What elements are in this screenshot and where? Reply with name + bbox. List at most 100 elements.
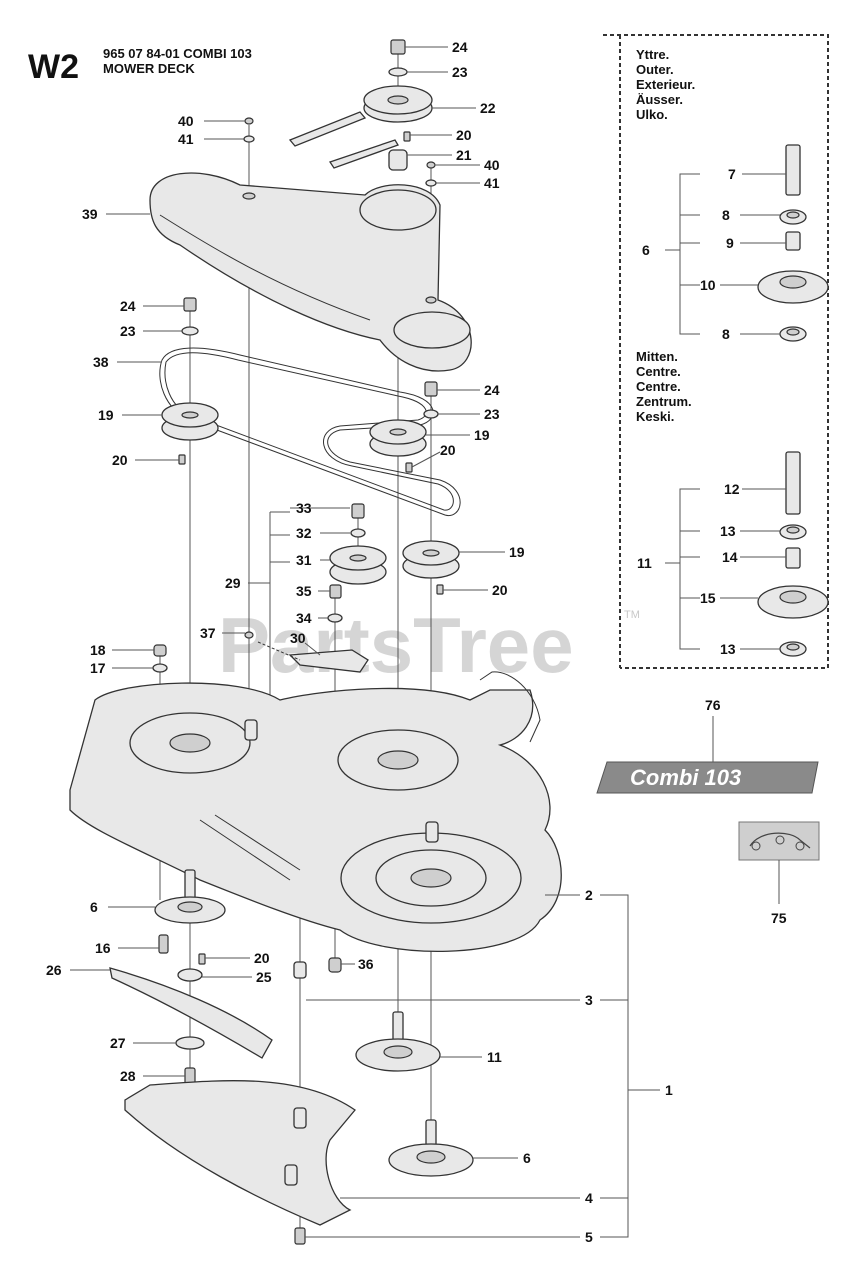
washer-41a bbox=[243, 135, 255, 143]
top-belt-segment-a bbox=[288, 111, 367, 147]
decal-label: Combi 103 bbox=[630, 765, 741, 790]
callout-arm-bolt: 35 bbox=[296, 583, 312, 599]
left-washer bbox=[181, 326, 199, 336]
idler-washer bbox=[350, 528, 366, 538]
blade-key bbox=[198, 953, 206, 965]
callout-bolt-16: 16 bbox=[95, 940, 111, 956]
lang-label-outer-1: Yttre. bbox=[636, 47, 669, 62]
right-bolt bbox=[424, 381, 438, 397]
callout-blade-key: 20 bbox=[254, 950, 270, 966]
inset-center-part-13b: 13 bbox=[720, 641, 736, 657]
callout-left-bolt: 24 bbox=[120, 298, 136, 314]
callout-center-pulley: 19 bbox=[474, 427, 490, 443]
callout-idler-bolt: 33 bbox=[296, 500, 312, 516]
callout-blade-washer: 27 bbox=[110, 1035, 126, 1051]
callout-screw: 5 bbox=[585, 1229, 593, 1245]
model-decal: 76 Combi 103 bbox=[596, 697, 819, 794]
decal-number: 76 bbox=[705, 697, 721, 713]
bolt-16 bbox=[158, 934, 169, 954]
left-spindle bbox=[154, 869, 226, 924]
callout-right-washer: 23 bbox=[484, 406, 500, 422]
callout-blade: 26 bbox=[46, 962, 62, 978]
left-bolt bbox=[183, 297, 197, 312]
chute-baffle bbox=[124, 1080, 356, 1226]
bolt-40b bbox=[426, 161, 436, 169]
callout-key-a: 20 bbox=[456, 127, 472, 143]
inset-center-group-number: 11 bbox=[637, 555, 652, 571]
right-washer bbox=[423, 409, 439, 419]
callouts: 24 23 22 20 21 40 41 40 41 39 24 23 38 1… bbox=[46, 39, 673, 1245]
callout-chute: 4 bbox=[585, 1190, 593, 1206]
tension-spring bbox=[257, 641, 301, 661]
idler-bracket bbox=[288, 649, 369, 673]
stud-3 bbox=[293, 961, 307, 979]
inset-center-part-14: 14 bbox=[722, 549, 738, 565]
callout-assembly: 1 bbox=[665, 1082, 673, 1098]
screw-5 bbox=[294, 1227, 306, 1245]
callout-nut-18: 18 bbox=[90, 642, 106, 658]
lang-label-center-1: Mitten. bbox=[636, 349, 678, 364]
watermark-text: PartsTree bbox=[218, 601, 574, 689]
mower-deck bbox=[69, 671, 562, 952]
callout-top-bolt: 24 bbox=[452, 39, 468, 55]
callout-bolt-40a: 40 bbox=[178, 113, 194, 129]
callout-right-key: 20 bbox=[492, 582, 508, 598]
callout-bracket: 30 bbox=[290, 630, 306, 646]
callout-left-washer: 23 bbox=[120, 323, 136, 339]
top-bushing bbox=[388, 149, 408, 171]
callout-idler-arm: 29 bbox=[225, 575, 241, 591]
callout-deck: 2 bbox=[585, 887, 593, 903]
callout-blade-bolt: 28 bbox=[120, 1068, 136, 1084]
callout-washer-41a: 41 bbox=[178, 131, 194, 147]
arm-washer bbox=[327, 613, 343, 623]
callout-left-pulley: 19 bbox=[98, 407, 114, 423]
callout-center-spindle: 11 bbox=[487, 1049, 502, 1065]
callout-stud-36: 36 bbox=[358, 956, 374, 972]
diagram-part-number: 965 07 84-01 COMBI 103 bbox=[103, 46, 252, 61]
callout-washer-41b: 41 bbox=[484, 175, 500, 191]
belt-decal-number: 75 bbox=[771, 910, 787, 926]
center-key bbox=[405, 462, 413, 473]
callout-washer-17: 17 bbox=[90, 660, 106, 676]
bolt-40a bbox=[244, 117, 254, 125]
arm-bolt bbox=[329, 584, 342, 599]
callout-belt: 38 bbox=[93, 354, 109, 370]
callout-cover: 39 bbox=[82, 206, 98, 222]
callout-right-bolt: 24 bbox=[484, 382, 500, 398]
blade-washer bbox=[175, 1036, 205, 1050]
callout-bushing: 21 bbox=[456, 147, 472, 163]
inset-outer-part-7: 7 bbox=[728, 166, 736, 182]
stud-36 bbox=[328, 957, 342, 973]
center-pulley-group bbox=[369, 381, 439, 473]
left-key bbox=[178, 454, 186, 465]
lang-label-outer-2: Outer. bbox=[636, 62, 674, 77]
callout-center-key: 20 bbox=[440, 442, 456, 458]
belt-routing-decal: 75 bbox=[738, 821, 820, 926]
callout-bolt-40b: 40 bbox=[484, 157, 500, 173]
callout-idler-pulley: 31 bbox=[296, 552, 312, 568]
callout-top-pulley: 22 bbox=[480, 100, 496, 116]
callout-adapter: 25 bbox=[256, 969, 272, 985]
callout-top-washer: 23 bbox=[452, 64, 468, 80]
lang-label-center-2: Centre. bbox=[636, 364, 681, 379]
diagram-section-title: MOWER DECK bbox=[103, 61, 195, 76]
inset-outer-part-9: 9 bbox=[726, 235, 734, 251]
inset-outer-part-10: 10 bbox=[700, 277, 716, 293]
lang-label-outer-5: Ulko. bbox=[636, 107, 668, 122]
callout-left-key: 20 bbox=[112, 452, 128, 468]
callout-stud-3: 3 bbox=[585, 992, 593, 1008]
idler-bolt bbox=[351, 503, 365, 519]
top-washer bbox=[388, 67, 408, 77]
callout-right-pulley: 19 bbox=[509, 544, 525, 560]
blade-adapter bbox=[177, 968, 203, 982]
belt-cover bbox=[149, 172, 472, 372]
watermark-tm: TM bbox=[624, 609, 640, 621]
callout-right-spindle: 6 bbox=[523, 1150, 531, 1166]
callout-left-spindle: 6 bbox=[90, 899, 98, 915]
right-pulley-group bbox=[402, 540, 460, 595]
top-bolt bbox=[390, 39, 406, 55]
center-spindle bbox=[355, 1011, 441, 1072]
inset-center-part-12: 12 bbox=[724, 481, 740, 497]
inset-outer-part-8b: 8 bbox=[722, 326, 730, 342]
